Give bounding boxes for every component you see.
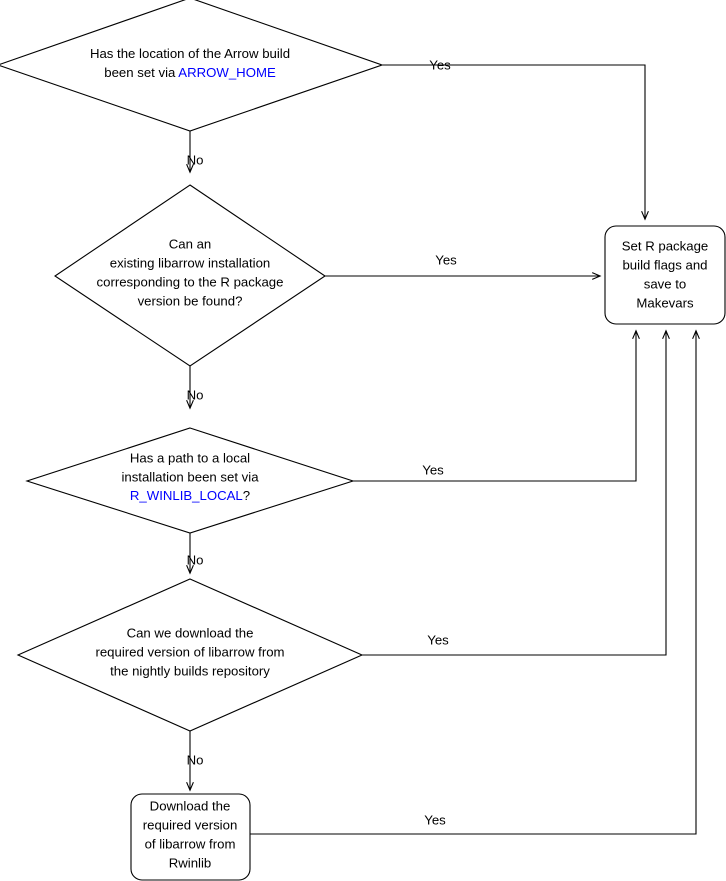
edge-nightly-yes-path xyxy=(362,329,670,656)
edge-label-winlib-local-yes: Yes xyxy=(422,462,444,477)
edge-winlib-local-yes: Yes xyxy=(353,329,640,482)
edge-rwinlib-yes: Yes xyxy=(250,329,700,835)
edge-label-winlib-local-no: No xyxy=(187,552,204,567)
edge-label-nightly-no: No xyxy=(187,752,204,767)
process-download-rwinlib[interactable]: Download the required version of libarro… xyxy=(130,793,251,881)
env-var-r-winlib-local: R_WINLIB_LOCAL xyxy=(130,488,243,503)
edge-existing-libarrow-yes: Yes xyxy=(325,252,602,280)
process-set-build-flags-shape xyxy=(604,225,726,325)
decision-nightly-builds[interactable]: Can we download the required version of … xyxy=(16,578,364,732)
decision-r-winlib-local-line-3: R_WINLIB_LOCAL? xyxy=(130,488,250,503)
decision-nightly-builds-line-2: required version of libarrow from xyxy=(95,644,284,659)
edge-rwinlib-yes-path xyxy=(250,329,700,835)
decision-arrow-home[interactable]: Has the location of the Arrow build been… xyxy=(0,0,384,132)
decision-existing-libarrow-line-2: existing libarrow installation xyxy=(110,255,271,270)
process-set-build-flags-line-2: build flags and xyxy=(622,257,707,272)
decision-nightly-builds-shape xyxy=(16,578,364,732)
process-download-rwinlib-line-2: required version xyxy=(143,817,238,832)
decision-r-winlib-local-shape xyxy=(25,427,355,534)
edge-existing-libarrow-no: No xyxy=(186,366,204,410)
env-var-arrow-home: ARROW_HOME xyxy=(178,65,276,80)
process-download-rwinlib-shape xyxy=(130,793,251,881)
decision-r-winlib-local-line-1: Has a path to a local xyxy=(130,450,250,465)
edge-label-arrow-home-yes: Yes xyxy=(429,57,451,72)
edge-label-arrow-home-no: No xyxy=(187,152,204,167)
decision-existing-libarrow-line-1: Can an xyxy=(169,236,212,251)
decision-arrow-home-line-1: Has the location of the Arrow build xyxy=(90,46,290,61)
decision-r-winlib-local[interactable]: Has a path to a local installation been … xyxy=(25,427,355,534)
process-set-build-flags-line-4: Makevars xyxy=(636,295,694,310)
decision-existing-libarrow-line-3: corresponding to the R package xyxy=(97,274,284,289)
process-download-rwinlib-line-3: of libarrow from xyxy=(145,836,236,851)
decision-nightly-builds-line-1: Can we download the xyxy=(127,625,254,640)
process-set-build-flags-line-1: Set R package xyxy=(622,238,709,253)
decision-r-winlib-local-line-2: installation been set via xyxy=(121,469,259,484)
edge-arrow-home-no: No xyxy=(186,131,204,174)
edge-label-nightly-yes: Yes xyxy=(427,632,449,647)
process-set-build-flags-line-3: save to xyxy=(644,276,687,291)
decision-existing-libarrow-shape xyxy=(54,184,326,367)
process-set-build-flags[interactable]: Set R package build flags and save to Ma… xyxy=(604,225,726,325)
process-download-rwinlib-line-1: Download the xyxy=(150,798,231,813)
decision-arrow-home-shape xyxy=(0,0,384,132)
edge-winlib-local-no: No xyxy=(186,533,204,575)
edge-winlib-local-yes-path xyxy=(353,329,640,482)
edge-arrow-home-yes: Yes xyxy=(382,57,649,221)
edge-nightly-yes: Yes xyxy=(362,329,670,656)
process-download-rwinlib-line-4: Rwinlib xyxy=(169,855,212,870)
edge-label-existing-libarrow-yes: Yes xyxy=(435,252,457,267)
edge-label-existing-libarrow-no: No xyxy=(187,387,204,402)
edge-label-rwinlib-yes: Yes xyxy=(424,812,446,827)
decision-nightly-builds-line-3: the nightly builds repository xyxy=(110,663,270,678)
edge-arrow-home-yes-path xyxy=(382,64,649,221)
decision-arrow-home-line-2: been set via ARROW_HOME xyxy=(104,65,276,80)
decision-existing-libarrow-line-4: version be found? xyxy=(138,293,243,308)
decision-existing-libarrow[interactable]: Can an existing libarrow installation co… xyxy=(54,184,326,367)
edge-nightly-no: No xyxy=(186,731,204,792)
